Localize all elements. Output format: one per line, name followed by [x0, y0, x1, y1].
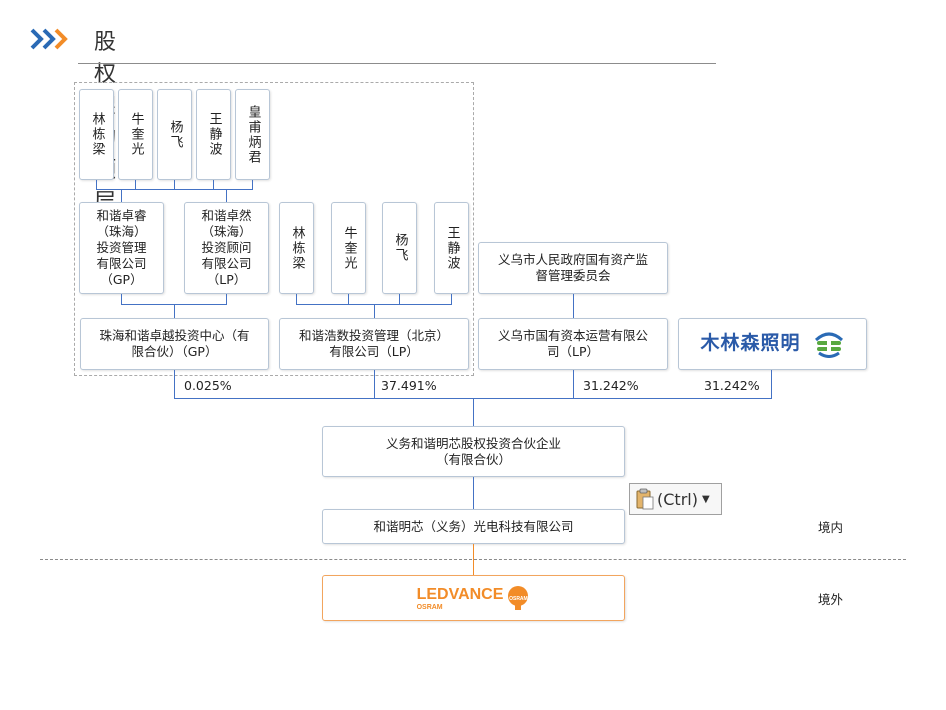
osram-bulb-icon: OSRAM: [506, 585, 530, 611]
connector: [121, 294, 122, 304]
connector: [399, 294, 400, 304]
pct-haoshu: 37.491%: [381, 378, 437, 393]
person-name: 林栋梁: [89, 112, 105, 157]
border-divider: [40, 559, 906, 560]
person-box: 皇甫炳君: [235, 89, 270, 180]
entity-ledvance: LEDVANCE OSRAM OSRAM: [322, 575, 625, 621]
title-underline: [78, 63, 716, 64]
connector: [135, 180, 136, 189]
entity-zhuoran: 和谐卓然 （珠海） 投资顾问 有限公司 （LP）: [184, 202, 269, 294]
connector: [573, 370, 574, 398]
paste-options-label: (Ctrl): [657, 489, 698, 509]
connector: [213, 180, 214, 189]
ledvance-logo-text: LEDVANCE: [416, 585, 504, 603]
person-name: 王静波: [444, 225, 460, 271]
connector: [348, 294, 349, 304]
entity-zhuorui: 和谐卓睿 （珠海） 投资管理 有限公司 （GP）: [79, 202, 164, 294]
person-name: 牛奎光: [341, 225, 357, 271]
chevron-arrows-icon: [30, 28, 68, 50]
connector: [226, 294, 227, 304]
connector: [174, 370, 175, 398]
pct-yiwu-capital: 31.242%: [583, 378, 639, 393]
connector: [96, 189, 253, 190]
connector: [96, 180, 97, 189]
person-name: 林栋梁: [289, 225, 305, 271]
connector: [121, 189, 122, 202]
entity-haoshu: 和谐浩数投资管理（北京） 有限公司（LP）: [279, 318, 469, 370]
person-name: 皇甫炳君: [245, 104, 261, 165]
entity-mulinsen: 木林森照明: [678, 318, 867, 370]
connector: [473, 398, 474, 426]
mulinsen-logo-text: 木林森照明: [700, 333, 801, 354]
person-name: 杨飞: [392, 233, 408, 263]
paste-options-button[interactable]: (Ctrl) ▼: [629, 483, 722, 515]
person-box: 杨飞: [157, 89, 192, 180]
person-name: 牛奎光: [128, 112, 144, 157]
osram-bulb-text: OSRAM: [509, 596, 528, 602]
connector: [296, 294, 297, 304]
group-border: [74, 82, 474, 376]
connector: [374, 304, 375, 318]
connector: [451, 294, 452, 304]
person-box: 林栋梁: [79, 89, 114, 180]
connector: [226, 189, 227, 202]
pct-zhuoyue: 0.025%: [184, 378, 232, 393]
connector: [174, 304, 175, 318]
person-box: 牛奎光: [118, 89, 153, 180]
connector: [174, 180, 175, 189]
label-domestic: 境内: [818, 520, 844, 535]
person-box: 王静波: [434, 202, 469, 294]
entity-fund: 义务和谐明芯股权投资合伙企业 （有限合伙）: [322, 426, 625, 477]
person-box: 王静波: [196, 89, 231, 180]
connector: [252, 180, 253, 189]
pct-mulinsen: 31.242%: [704, 378, 760, 393]
person-name: 王静波: [206, 112, 222, 157]
entity-company: 和谐明芯（义务）光电科技有限公司: [322, 509, 625, 544]
person-name: 杨飞: [167, 119, 183, 150]
connector: [473, 477, 474, 509]
person-box: 牛奎光: [331, 202, 366, 294]
person-box: 林栋梁: [279, 202, 314, 294]
connector: [771, 370, 772, 398]
connector: [573, 294, 574, 318]
person-box: 杨飞: [382, 202, 417, 294]
label-overseas: 境外: [818, 592, 844, 607]
entity-yiwu-capital: 义乌市国有资本运营有限公 司（LP）: [478, 318, 668, 370]
entity-sasac: 义乌市人民政府国有资产监 督管理委员会: [478, 242, 668, 294]
entity-zhuoyue: 珠海和谐卓越投资中心（有 限合伙）（GP）: [80, 318, 269, 370]
chevron-down-icon: ▼: [701, 493, 710, 505]
clipboard-icon: [636, 488, 654, 510]
mulinsen-logo-icon: [814, 332, 843, 358]
osram-subtext: OSRAM: [416, 603, 443, 611]
connector: [374, 370, 375, 398]
